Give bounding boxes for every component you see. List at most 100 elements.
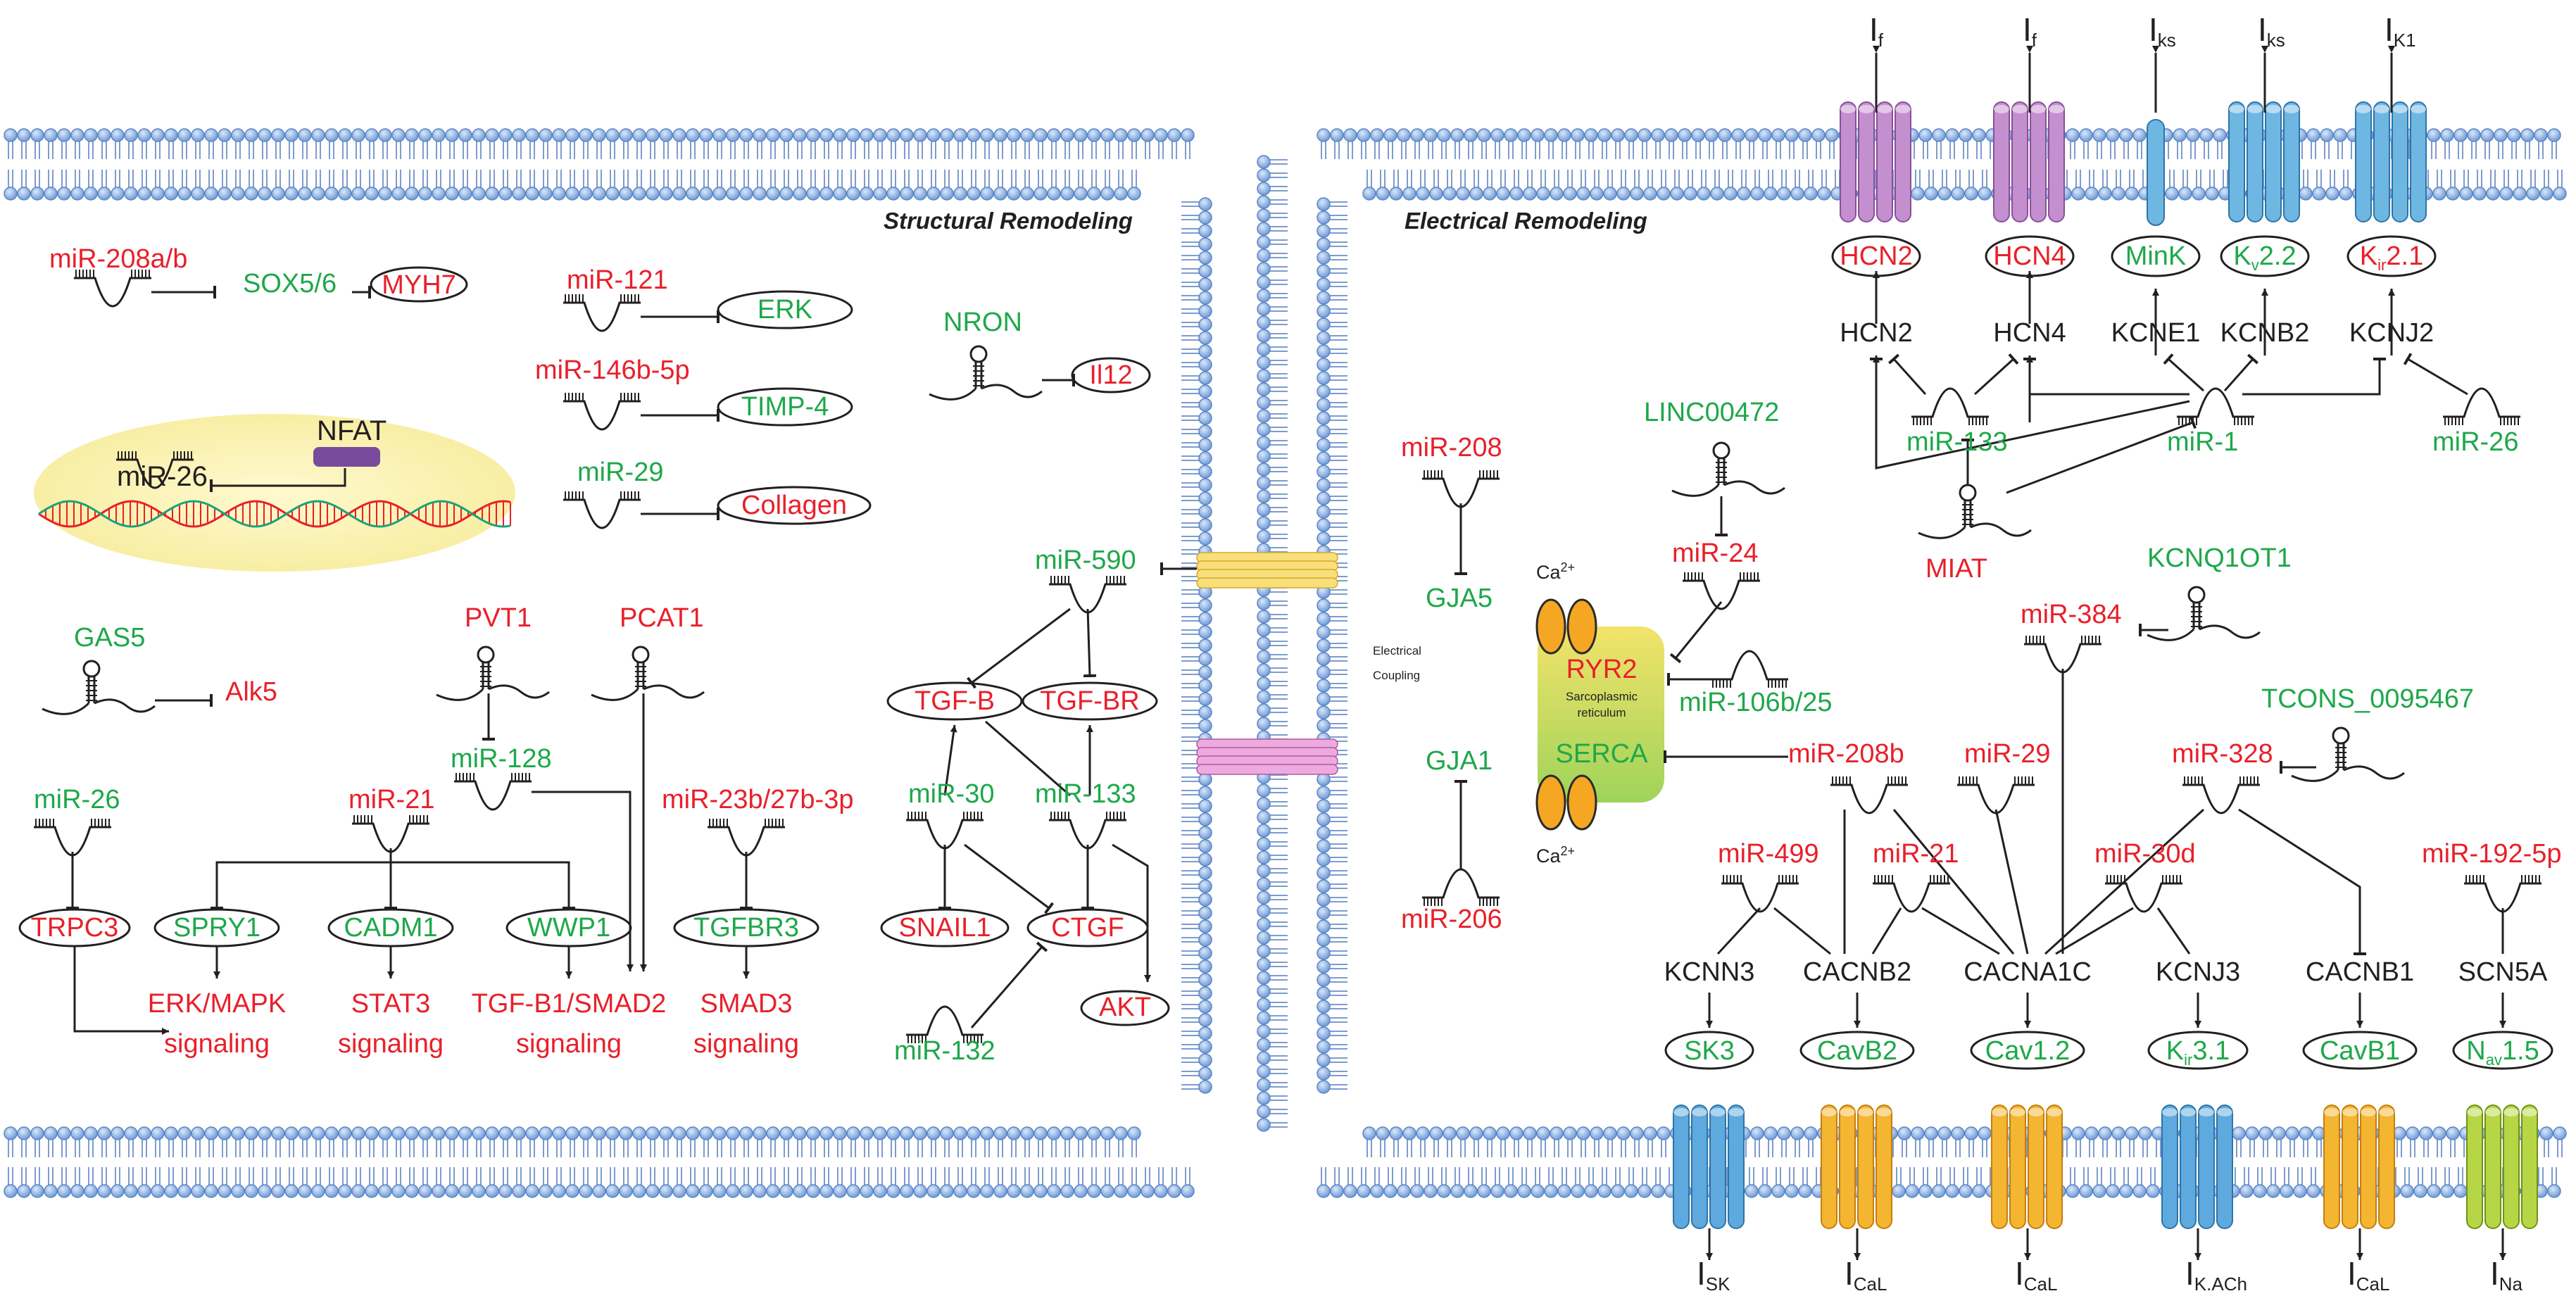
smad3-signaling-2: signaling: [693, 1029, 799, 1059]
edge-mir128-tgfb1: [532, 791, 634, 971]
mirna-26-nucleus-icon: [116, 451, 194, 489]
spry1-label: SPRY1: [173, 913, 260, 943]
edge-mir26-kcnj2: [2403, 353, 2468, 396]
timp4-label: TIMP-4: [741, 392, 829, 422]
edge-mir1-kcnb2: [2223, 353, 2259, 391]
mirna-106b-icon: [1711, 650, 1788, 688]
mirna-133-elec-icon: [1911, 387, 1989, 425]
electrical-coupling-label-2: Coupling: [1373, 669, 1420, 682]
current-top-1: If: [2023, 11, 2037, 51]
serca-label: SERCA: [1556, 739, 1649, 769]
pcat1-label: PCAT1: [620, 603, 704, 633]
mirna-133-icon: [1049, 812, 1126, 850]
kcnq1ot1-label: KCNQ1OT1: [2147, 543, 2292, 573]
mir-499-label: miR-499: [1718, 839, 1819, 869]
current-top-3: Iks: [2258, 11, 2285, 51]
cacnb2-gene-label: CACNB2: [1803, 957, 1911, 987]
mirna-121-icon: [563, 294, 641, 332]
nav1-5-protein-label: Nav1.5: [2466, 1036, 2539, 1069]
mir-21-elec-label: miR-21: [1873, 839, 1959, 869]
erk-mapk-signaling-1: ERK/MAPK: [148, 989, 286, 1019]
kcnb2-gene-label: KCNB2: [2220, 318, 2310, 348]
label-layer: Structural Remodeling Electrical Remodel…: [31, 208, 2562, 1069]
mirna-146b-icon: [563, 393, 641, 431]
erk-label: ERK: [758, 295, 812, 325]
mink-channel-icon: [2147, 119, 2165, 226]
ca-bottom-label: Ca2+: [1536, 844, 1575, 867]
nron-label: NRON: [943, 308, 1022, 337]
lncrna-gas5-icon: [42, 660, 156, 715]
mirna-208-icon: [1422, 470, 1500, 508]
edge-mir30d-kcnj3: [2156, 907, 2191, 955]
edge-mir30d-cacna1c: [2055, 907, 2134, 955]
ryr2-label: RYR2: [1566, 655, 1638, 684]
mir-26-struct-label: miR-26: [34, 785, 120, 814]
mirna-328-icon: [2182, 776, 2260, 814]
tgfb1-smad2-signaling-2: signaling: [516, 1029, 622, 1059]
current-bottom-5: INa: [2490, 1255, 2523, 1295]
mink-oval: [2111, 235, 2201, 277]
current-bottom-0: ISK: [1697, 1255, 1730, 1295]
current-top-4: IK1: [2385, 11, 2416, 51]
electrical-coupling-label-1: Electrical: [1373, 644, 1421, 657]
kcnj2-gene-label: KCNJ2: [2349, 318, 2434, 348]
gas5-label: GAS5: [74, 623, 145, 653]
kv2-2-channel-icon: [2228, 101, 2300, 222]
mir-29-struct-label: miR-29: [577, 458, 663, 487]
mir-384-label: miR-384: [2021, 600, 2122, 629]
edge-trpc3-erk: [73, 947, 169, 1035]
mir-26-elec-label: miR-26: [2432, 427, 2518, 457]
hcn4-oval: [1985, 235, 2075, 277]
nfat-label: NFAT: [317, 415, 387, 446]
mirna-192-icon: [2464, 875, 2542, 913]
akt-oval: [1080, 990, 1170, 1026]
lncrna-linc00472-icon: [1671, 441, 1785, 497]
wwp1-label: WWP1: [527, 913, 610, 943]
nav1-5-oval: [2452, 1031, 2553, 1070]
hcn2-protein-label: HCN2: [1840, 241, 1912, 271]
mir-132-label: miR-132: [894, 1036, 995, 1066]
il12-label: Il12: [1089, 360, 1132, 390]
edge-mir21-wwp1: [391, 861, 575, 909]
mirna-24-icon: [1683, 572, 1760, 610]
current-bottom-4: ICaL: [2347, 1255, 2389, 1295]
mirna-26-icon: [34, 819, 111, 857]
tgf-b-label: TGF-B: [915, 686, 995, 716]
hcn2-channel-icon: [1840, 101, 1911, 222]
regulation-edges: [66, 271, 2506, 1035]
edge-mir1-kcne1: [2163, 353, 2205, 392]
mir-121-label: miR-121: [567, 265, 668, 295]
sk3-oval: [1664, 1031, 1754, 1070]
smad3-signaling-1: SMAD3: [700, 989, 793, 1019]
serca-pump-icon: [1535, 774, 1597, 831]
lncrna-nron-icon: [929, 345, 1043, 401]
edge-mir499-kcnn3: [1716, 907, 1761, 955]
cavb2-protein-label: CavB2: [1817, 1036, 1897, 1066]
kcnj3-gene-label: KCNJ3: [2156, 957, 2240, 987]
current-top-0: If: [1869, 11, 1884, 51]
mirna-132-icon: [906, 1005, 984, 1043]
hcn2-oval: [1831, 235, 1921, 277]
pvt1-label: PVT1: [465, 603, 532, 633]
lncrna-pcat1-icon: [591, 646, 705, 701]
edge-mir590-tgfb: [967, 608, 1071, 689]
cav1-2-channel-icon: [1991, 1104, 2063, 1229]
edge-mir24-ryr2: [1669, 601, 1723, 664]
structural-remodeling-title: Structural Remodeling: [884, 208, 1133, 234]
edge-mir21-cacna1c: [1921, 907, 2000, 955]
mirna-208b-icon: [1830, 776, 1908, 814]
cavb1-protein-label: CavB1: [2320, 1036, 2400, 1066]
gja5-gap-junction-icon: [1196, 552, 1338, 588]
current-bottom-1: ICaL: [1845, 1255, 1887, 1295]
mir-29-elec-label: miR-29: [1964, 739, 2050, 769]
mir-206-label: miR-206: [1401, 905, 1502, 934]
spry1-oval: [153, 908, 280, 948]
miat-label: MIAT: [1925, 554, 1987, 584]
tgfb-oval: [886, 681, 1023, 721]
edge-nfat-mir26: [210, 468, 346, 492]
mirna-21-elec-icon: [1873, 875, 1950, 913]
mir-23b-27b-label: miR-23b/27b-3p: [662, 785, 853, 814]
edge-tgfb-mir133: [985, 720, 1071, 797]
kv2-2-oval: [2220, 235, 2310, 277]
mir-21-struct-label: miR-21: [348, 785, 434, 814]
